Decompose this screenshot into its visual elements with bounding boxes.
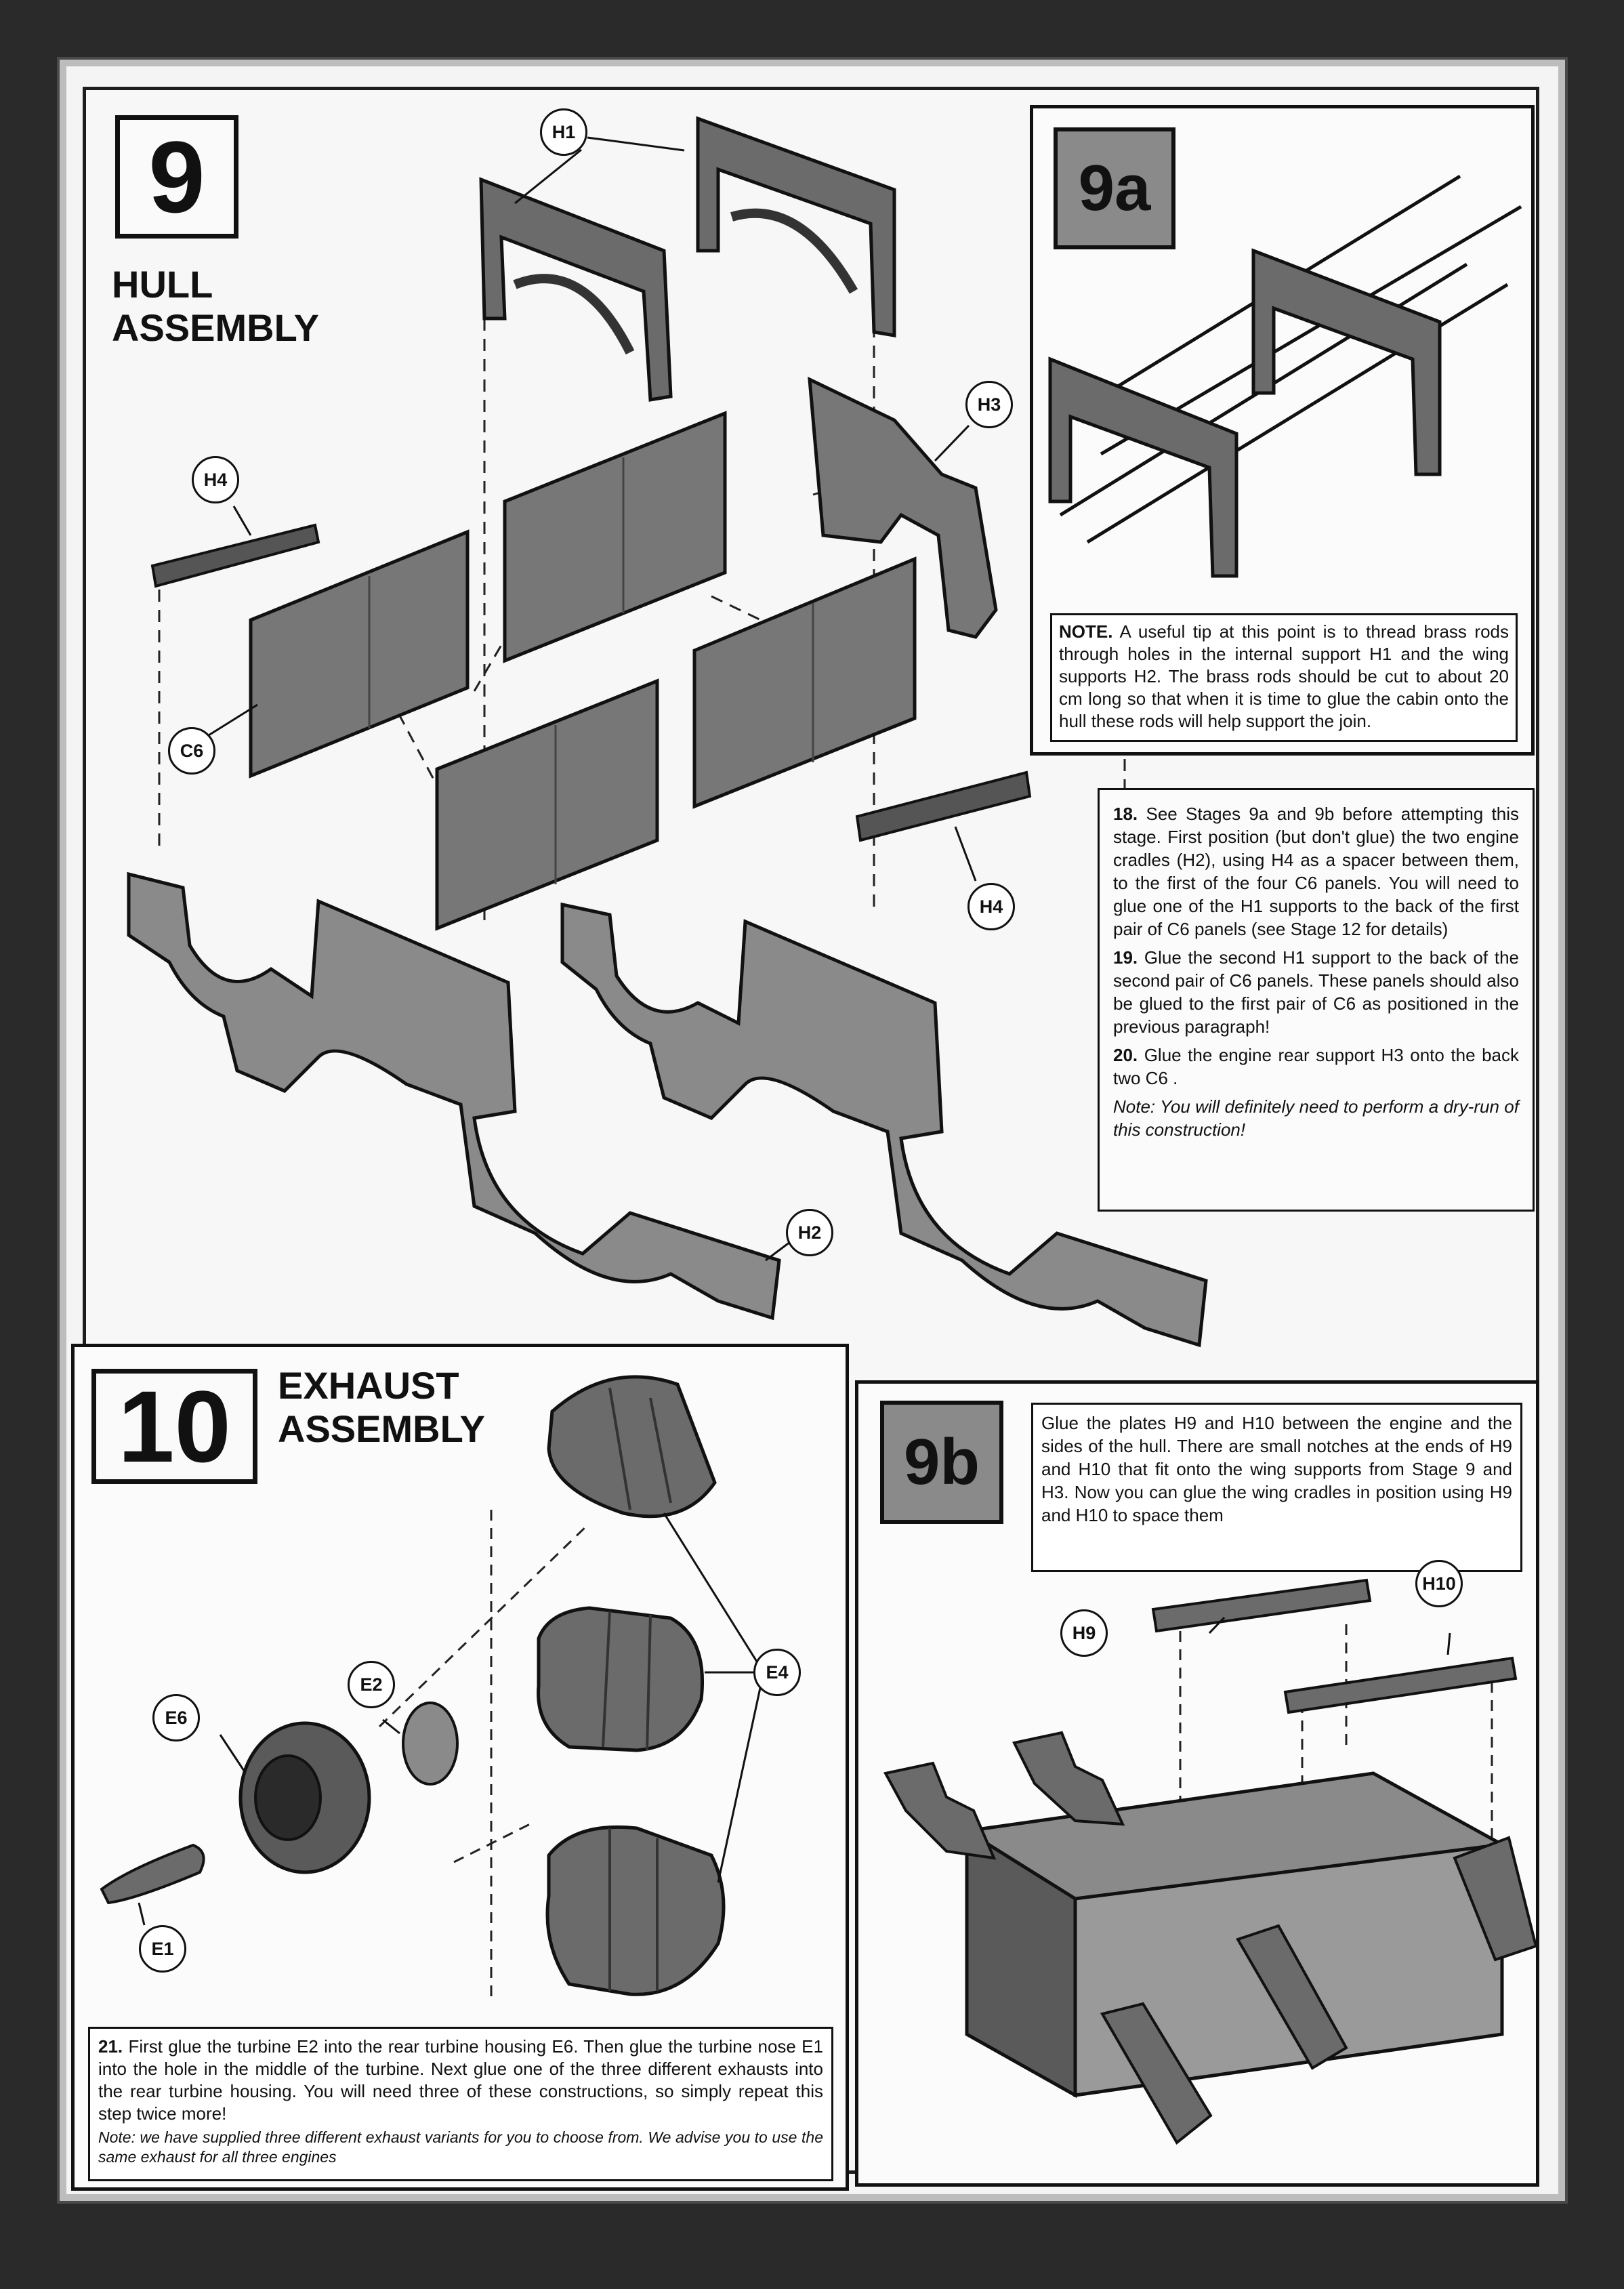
stage-9b-number-box: 9b: [880, 1401, 1003, 1524]
c6-panels: [249, 411, 917, 931]
stage-10-title-line1: EXHAUST: [278, 1364, 459, 1407]
stage-10-panel: 10 EXHAUST ASSEMBLY: [71, 1344, 849, 2191]
stage-10-title-line2: ASSEMBLY: [278, 1407, 486, 1450]
step-18: 18. See Stages 9a and 9b before attempti…: [1113, 804, 1519, 939]
stage-9b-text: Glue the plates H9 and H10 between the e…: [1041, 1413, 1512, 1525]
exhaust-variants-note: Note: we have supplied three different e…: [98, 2128, 823, 2166]
stage-9-title-line1: HULL: [112, 263, 213, 306]
step-21-text: 21. First glue the turbine E2 into the r…: [98, 2036, 823, 2124]
c6-panel-seams: [368, 457, 814, 884]
label-h10: H10: [1415, 1560, 1463, 1607]
stage-9b-panel: 9b Glue the plates H9 and H10 between th…: [855, 1380, 1539, 2187]
stage-9a-number: 9a: [1078, 152, 1151, 224]
e2-turbine: [402, 1702, 459, 1786]
label-h9: H9: [1060, 1609, 1108, 1657]
stage-9-title-line2: ASSEMBLY: [112, 306, 320, 349]
instructions-18-20-text: 18. See Stages 9a and 9b before attempti…: [1113, 802, 1519, 1141]
step-19: 19. Glue the second H1 support to the ba…: [1113, 947, 1519, 1037]
label-h3: H3: [965, 381, 1013, 428]
stage-10-number-box: 10: [91, 1369, 257, 1484]
instructions-18-20-panel: 18. See Stages 9a and 9b before attempti…: [1098, 788, 1535, 1212]
stage-9b-number: 9b: [903, 1426, 980, 1498]
label-h2: H2: [786, 1209, 833, 1256]
label-c6: C6: [168, 727, 215, 775]
exhaust-assembly-illustration: [100, 1375, 765, 1998]
step-20: 20. Glue the engine rear support H3 onto…: [1113, 1045, 1519, 1088]
stage-10-number: 10: [118, 1369, 231, 1483]
h9-h10-plates: [1151, 1578, 1518, 1714]
stage-9-number: 9: [148, 119, 205, 234]
e6-housing: [238, 1721, 371, 1874]
label-e4: E4: [753, 1649, 801, 1696]
stage-9a-note-box: NOTE. A useful tip at this point is to t…: [1050, 613, 1518, 742]
stage-9a-number-box: 9a: [1054, 127, 1175, 249]
stage-9a-panel: 9a NOTE. A useful tip at this point is t…: [1030, 105, 1535, 756]
label-e1: E1: [139, 1925, 186, 1973]
label-e6: E6: [152, 1694, 200, 1741]
e1-nose: [100, 1843, 205, 1905]
stage-9a-note: NOTE. A useful tip at this point is to t…: [1059, 621, 1509, 731]
stage-10-title: EXHAUST ASSEMBLY: [278, 1364, 549, 1451]
assembled-hull: [965, 1771, 1504, 2099]
h3-support: [808, 376, 998, 639]
label-h1: H1: [540, 108, 587, 156]
dry-run-note: Note: You will definitely need to perfor…: [1113, 1096, 1519, 1140]
e4-exhausts: [537, 1375, 726, 1996]
h1-frame-left: [479, 177, 673, 402]
label-h4-bottom: H4: [967, 883, 1015, 930]
label-e2: E2: [348, 1661, 395, 1708]
brass-rod-illustration: [1048, 174, 1522, 578]
stage-9-number-box: 9: [115, 115, 238, 239]
step-21-box: 21. First glue the turbine E2 into the r…: [88, 2027, 833, 2181]
hull-with-plates-illustration: [883, 1578, 1538, 2145]
h4-spacers: [150, 523, 1032, 842]
h2-cradles: [127, 871, 1208, 1348]
stage-9-title: HULL ASSEMBLY: [112, 263, 383, 350]
label-h4-top: H4: [192, 456, 239, 503]
stage-9b-text-box: Glue the plates H9 and H10 between the e…: [1031, 1403, 1522, 1572]
h1-frame-right: [696, 116, 896, 337]
